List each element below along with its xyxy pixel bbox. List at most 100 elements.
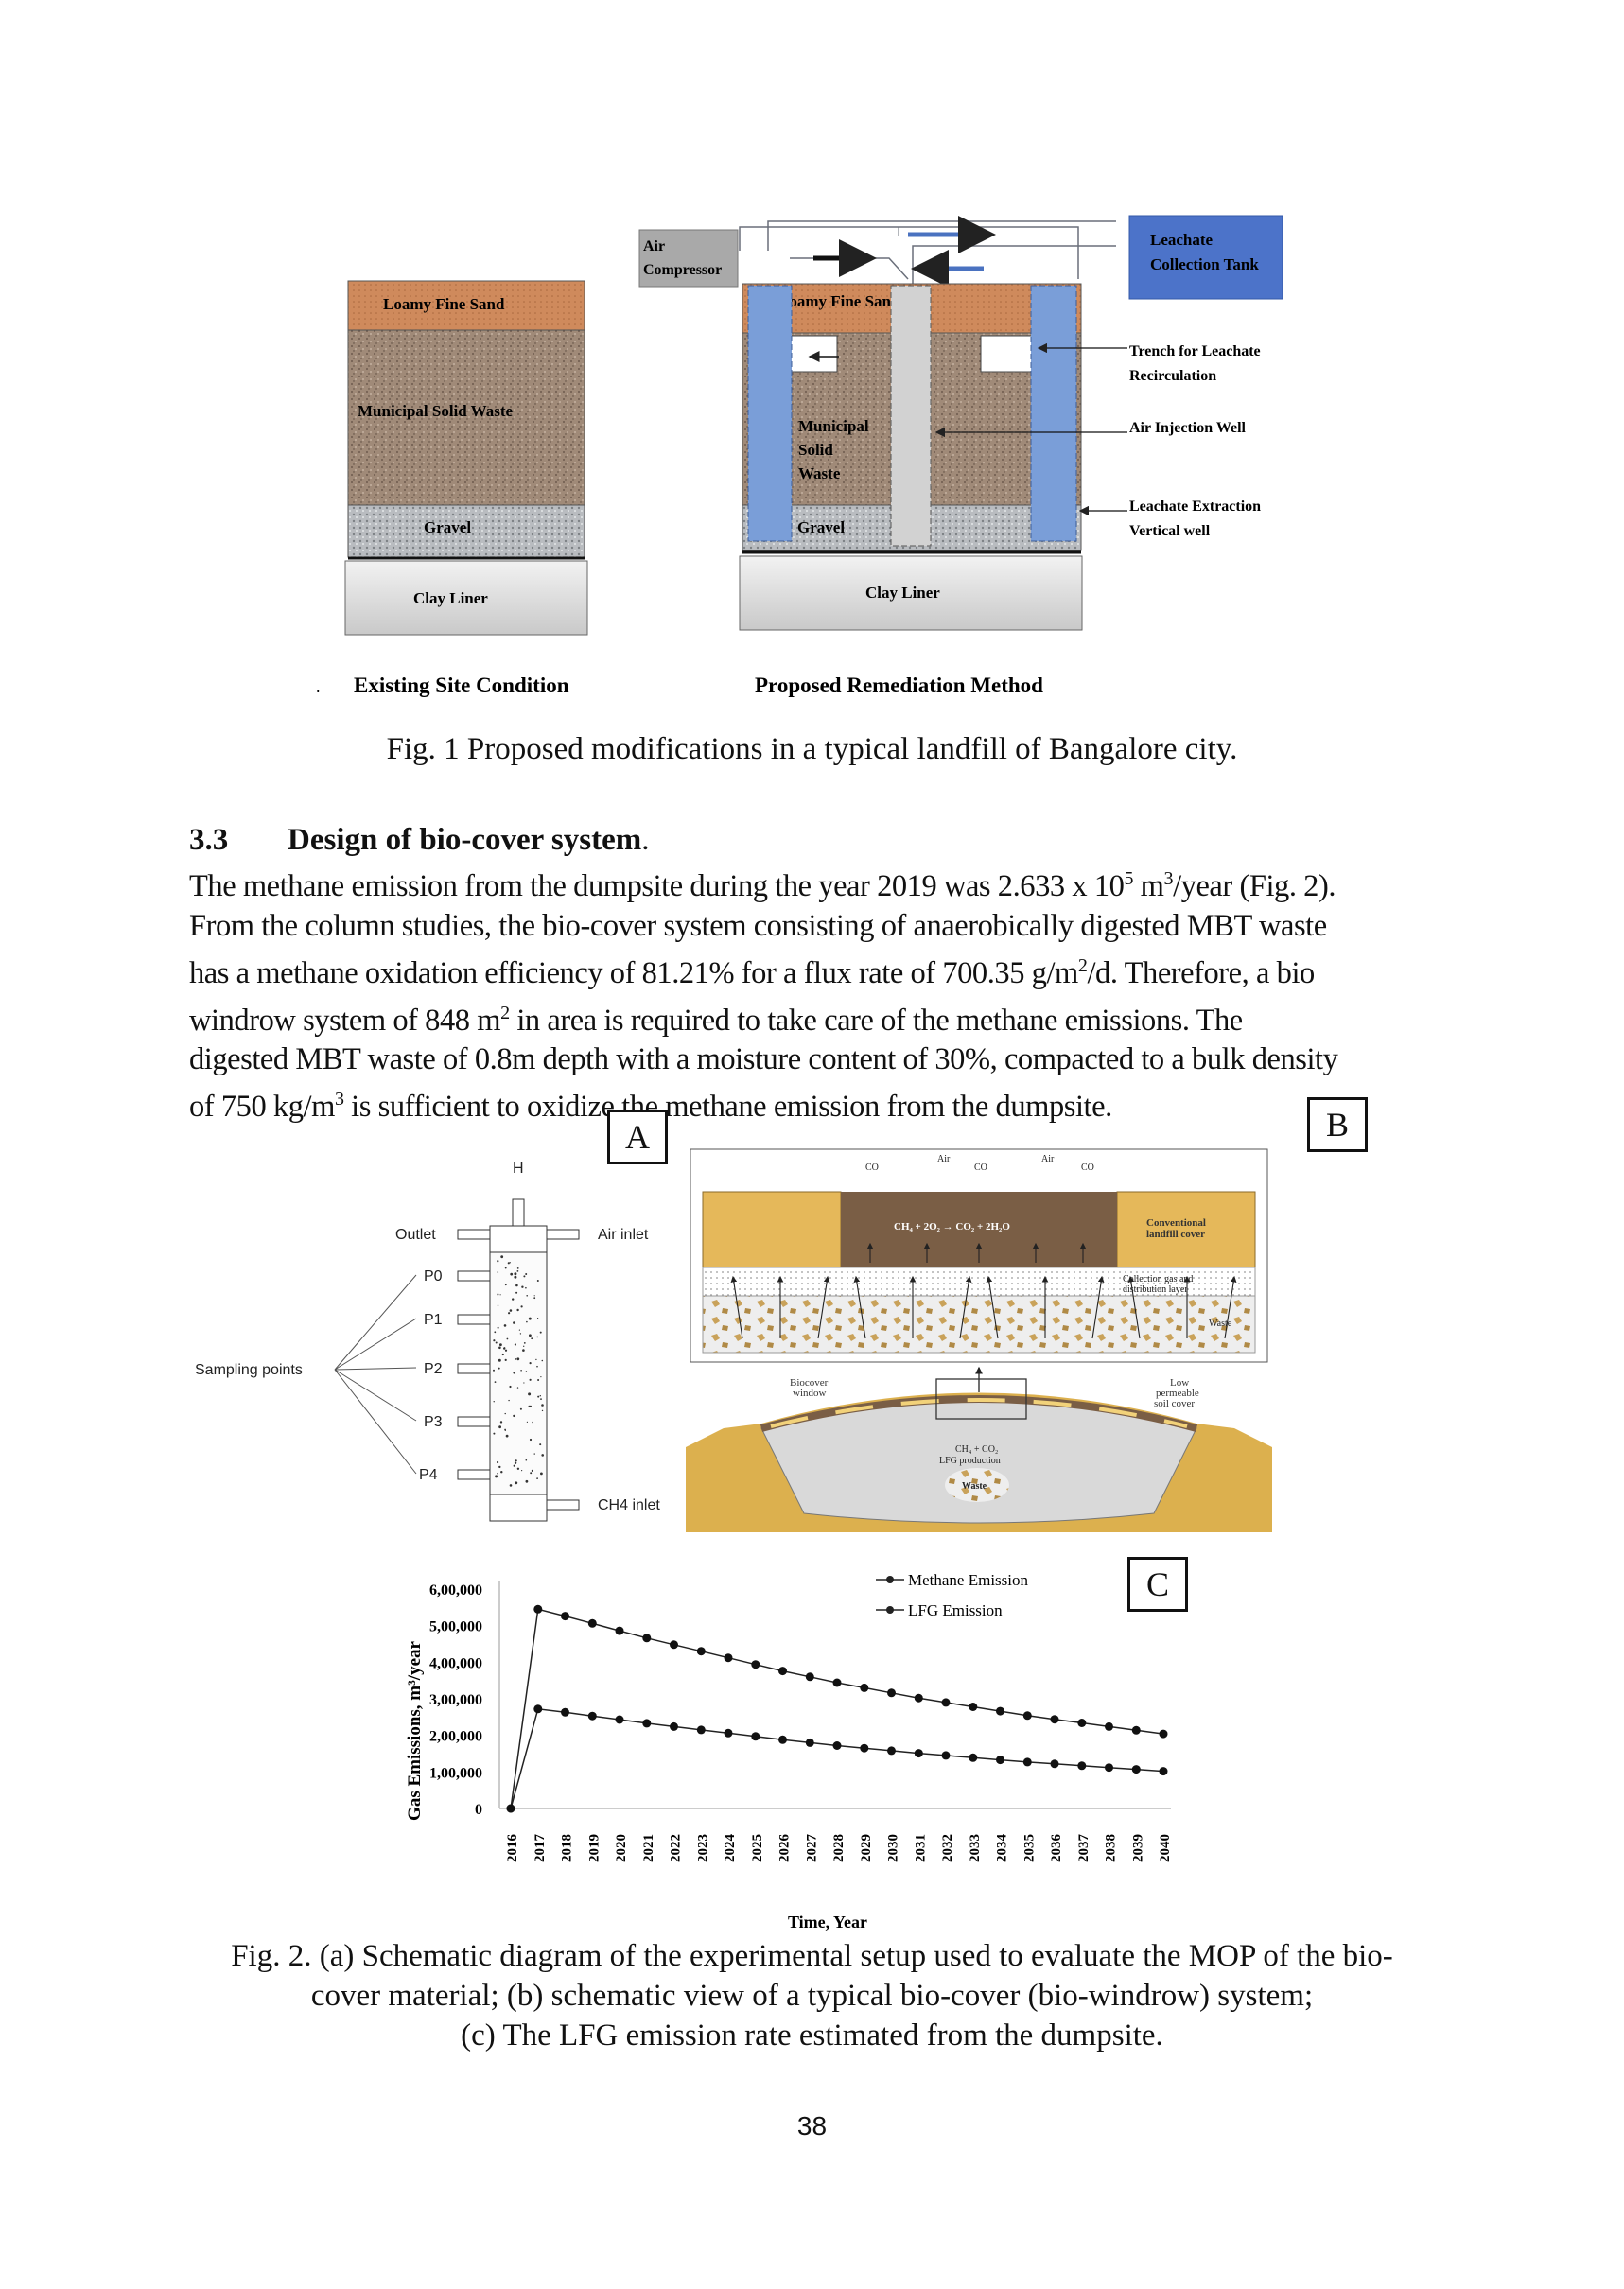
data-point — [696, 1725, 706, 1735]
x-tick-label: 2017 — [533, 1834, 548, 1863]
data-point — [724, 1728, 733, 1738]
data-point — [1159, 1767, 1168, 1776]
panel-c-emission-chart: 01,00,0002,00,0003,00,0004,00,0005,00,00… — [405, 1571, 1173, 1931]
data-point — [1077, 1719, 1087, 1727]
data-point — [1159, 1729, 1168, 1739]
leachate-tank-label-2: Collection Tank — [1150, 255, 1259, 273]
port-p1: P1 — [424, 1312, 443, 1328]
y-tick-label: 6,00,000 — [429, 1582, 482, 1599]
series-line-lfg — [510, 1608, 1164, 1809]
svg-text:CO: CO — [865, 1162, 879, 1173]
data-point — [914, 1693, 923, 1703]
svg-text:Waste: Waste — [1209, 1319, 1232, 1329]
data-point — [914, 1749, 923, 1758]
x-tick-label: 2036 — [1049, 1834, 1064, 1863]
svg-text:distribution layer: distribution layer — [1123, 1284, 1188, 1295]
data-point — [832, 1678, 842, 1687]
data-point — [1105, 1763, 1113, 1773]
callout-leachate-well-2: Vertical well — [1129, 523, 1211, 539]
layer-gravel: Gravel — [424, 518, 471, 536]
section-title: Design of bio-cover system — [288, 823, 642, 857]
msw-label-3: Waste — [798, 464, 841, 482]
callout-air-well: Air Injection Well — [1129, 420, 1247, 436]
x-tick-label: 2033 — [968, 1834, 983, 1862]
x-tick-label: 2029 — [859, 1834, 874, 1862]
leachate-tank-label-1: Leachate — [1150, 231, 1214, 249]
data-point — [670, 1721, 678, 1731]
port-p2: P2 — [424, 1361, 443, 1377]
x-tick-label: 2031 — [913, 1834, 928, 1862]
data-point — [561, 1612, 569, 1621]
panel-a-column-schematic: H Outlet Air inlet CH4 inlet P0 P1 P2 P3… — [195, 1161, 660, 1522]
data-point — [887, 1746, 896, 1756]
x-tick-label: 2021 — [641, 1834, 656, 1862]
svg-text:landfill cover: landfill cover — [1146, 1229, 1205, 1240]
x-tick-label: 2018 — [560, 1834, 575, 1862]
port-p0: P0 — [424, 1268, 443, 1284]
data-point — [1131, 1765, 1141, 1774]
data-point — [533, 1704, 543, 1714]
x-tick-label: 2040 — [1158, 1834, 1173, 1862]
air-compressor-label-1: Air — [643, 238, 665, 254]
svg-text:Biocover: Biocover — [790, 1377, 829, 1389]
x-tick-label: 2016 — [505, 1834, 520, 1863]
figure-1-landfill-diagram: Loamy Fine Sand Municipal Solid Waste Gr… — [316, 215, 1283, 697]
figure-label-c: C — [1127, 1557, 1188, 1612]
data-point — [724, 1653, 733, 1663]
data-point — [751, 1732, 760, 1741]
msw-label-1: Municipal — [798, 417, 869, 435]
existing-site-section: Loamy Fine Sand Municipal Solid Waste Gr… — [316, 280, 588, 697]
layer-municipal-solid-waste: Municipal Solid Waste — [358, 402, 514, 420]
port-p4: P4 — [419, 1467, 438, 1483]
data-point — [996, 1706, 1004, 1716]
data-point — [1077, 1761, 1087, 1771]
data-point — [996, 1756, 1004, 1765]
data-point — [642, 1719, 652, 1728]
data-point — [1050, 1759, 1059, 1769]
data-point — [1105, 1721, 1113, 1731]
page-number: 38 — [796, 2111, 828, 2140]
data-point — [860, 1683, 869, 1692]
sampling-points-label: Sampling points — [195, 1362, 303, 1378]
data-point — [587, 1711, 597, 1721]
svg-text:Conventional: Conventional — [1146, 1217, 1206, 1229]
svg-text:Collection gas and: Collection gas and — [1123, 1274, 1193, 1284]
x-tick-label: 2023 — [695, 1834, 710, 1862]
y-tick-label: 3,00,000 — [429, 1692, 482, 1708]
svg-text:soil cover: soil cover — [1154, 1398, 1195, 1409]
callout-trench-1: Trench for Leachate — [1129, 343, 1261, 359]
series-line-methane — [510, 1707, 1164, 1809]
x-tick-label: 2026 — [777, 1834, 793, 1863]
data-point — [805, 1672, 814, 1682]
proposed-clay-label: Clay Liner — [865, 584, 940, 602]
data-point — [832, 1741, 842, 1750]
y-tick-label: 2,00,000 — [429, 1729, 482, 1745]
panel-b-biocover-schematic: CH₄ + 2O₂ → CO₂ + 2H₂O Conventional land… — [686, 1148, 1272, 1532]
data-point — [615, 1626, 624, 1635]
chart-x-label: Time, Year — [788, 1913, 867, 1931]
existing-site-title: Existing Site Condition — [354, 673, 569, 697]
x-tick-label: 2039 — [1130, 1834, 1145, 1862]
figure-1-caption: Fig. 1 Proposed modifications in a typic… — [386, 732, 1238, 766]
svg-text:Air: Air — [1041, 1154, 1055, 1164]
svg-text:CO: CO — [974, 1162, 987, 1173]
section-number: 3.3 — [189, 823, 229, 857]
layer-loamy-fine-sand: Loamy Fine Sand — [383, 295, 505, 313]
svg-text:H: H — [513, 1161, 524, 1177]
data-point — [533, 1604, 543, 1614]
data-point — [615, 1715, 624, 1724]
callout-leachate-well-1: Leachate Extraction — [1129, 498, 1261, 515]
layer-clay-liner: Clay Liner — [413, 589, 488, 607]
x-tick-label: 2024 — [723, 1834, 738, 1863]
stray-dot: . — [316, 677, 321, 696]
figure-label-b: B — [1307, 1097, 1368, 1152]
svg-text:Low: Low — [1170, 1377, 1189, 1389]
data-point — [1022, 1757, 1032, 1767]
svg-text:CH₄ + CO₂: CH₄ + CO₂ — [955, 1444, 998, 1455]
x-tick-label: 2027 — [804, 1834, 819, 1863]
figure-2-caption: Fig. 2. (a) Schematic diagram of the exp… — [231, 1939, 1393, 2053]
x-tick-label: 2038 — [1104, 1834, 1119, 1862]
air-compressor-label-2: Compressor — [643, 262, 722, 278]
svg-text:Air: Air — [937, 1154, 951, 1164]
